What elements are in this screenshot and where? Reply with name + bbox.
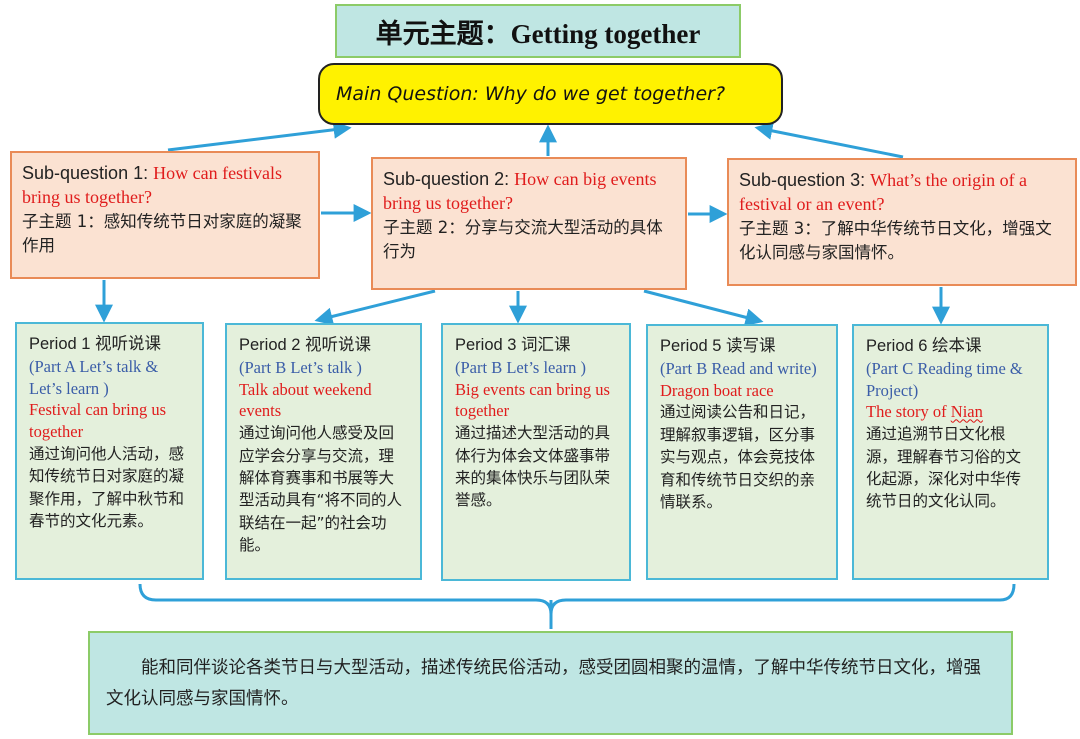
sub-question-3-text: What’s the origin of a festival or an ev… [739,170,1028,215]
sub-question-2-label: Sub-question 2: [383,169,515,189]
sub-question-1-label: Sub-question 1: [22,163,154,183]
sub-question-2: Sub-question 2: How can big events bring… [371,157,687,290]
sub-question-1-cn: 子主题 1：感知传统节日对家庭的凝聚作用 [22,211,302,255]
period-6-topic: The story of Nian [866,401,1035,423]
period-1-description: 通过询问他人活动，感知传统节日对家庭的凝聚作用，了解中秋节和春节的文化元素。 [29,444,185,531]
period-6-description: 通过追溯节日文化根源，理解春节习俗的文化起源，深化对中华传统节日的文化认同。 [866,425,1022,511]
period-6-topic-word: Nian [950,402,983,422]
period-1-box: Period 1 视听说课 (Part A Let’s talk & Let’s… [15,322,204,580]
period-1-part: (Part A Let’s talk & Let’s learn ) [29,356,159,398]
period-2-description: 通过询问他人感受及回应学会分享与交流，理解体育赛事和书展等大型活动具有“将不同的… [239,424,403,555]
period-6-label: Period 6 绘本课 [866,337,982,355]
period-3-topic: Big events can bring us together [455,379,610,421]
sub-question-1-text: How can festivals bring us together? [22,163,283,208]
period-1-topic: Festival can bring us together [29,400,167,442]
period-2-topic: Talk about weekend events [239,379,372,421]
unit-goal: 能和同伴谈论各类节日与大型活动，描述传统民俗活动，感受团圆相聚的温情，了解中华传… [88,631,1013,735]
period-3-description: 通过描述大型活动的具体行为体会文体盛事带来的集体快乐与团队荣誉感。 [455,424,611,510]
sub-question-3: Sub-question 3: What’s the origin of a f… [727,158,1077,286]
period-3-label: Period 3 词汇课 [455,336,571,354]
arrow-sq2-to-p5 [643,289,764,327]
period-5-box: Period 5 读写课 (Part B Read and write) Dra… [646,324,838,580]
sub-question-3-cn: 子主题 3：了解中华传统节日文化，增强文化认同感与家国情怀。 [739,218,1052,262]
arrow-sq2-to-p2 [314,289,436,326]
period-5-part: (Part B Read and write) [660,358,817,378]
period-5-topic: Dragon boat race [660,380,774,400]
period-5-label: Period 5 读写课 [660,337,776,355]
sub-question-3-label: Sub-question 3: [739,170,871,190]
period-6-part: (Part C Reading time & Project) [866,358,1023,400]
period-1-label: Period 1 视听说课 [29,335,162,353]
period-6-box: Period 6 绘本课 (Part C Reading time & Proj… [852,324,1049,580]
sub-question-1: Sub-question 1: How can festivals bring … [10,151,320,279]
period-2-part: (Part B Let’s talk ) [239,357,362,377]
unit-title: 单元主题：Getting together [335,4,741,58]
period-3-box: Period 3 词汇课 (Part B Let’s learn ) Big e… [441,323,631,581]
sub-question-2-cn: 子主题 2：分享与交流大型活动的具体行为 [383,217,663,261]
period-5-description: 通过阅读公告和日记，理解叙事逻辑，区分事实与观点，体会竞技体育和传统节日交织的亲… [660,403,816,512]
sub-question-2-text: How can big events bring us together? [383,169,657,214]
period-3-part: (Part B Let’s learn ) [455,357,587,377]
bottom-bracket [138,583,1016,615]
period-2-label: Period 2 视听说课 [239,336,372,354]
arrow-sq3-to-mq [754,121,904,159]
period-6-topic-prefix: The story of [866,402,951,422]
arrow-sq1-to-mq [167,120,352,152]
period-2-box: Period 2 视听说课 (Part B Let’s talk ) Talk … [225,323,422,580]
main-question: Main Question: Why do we get together? [318,63,783,125]
